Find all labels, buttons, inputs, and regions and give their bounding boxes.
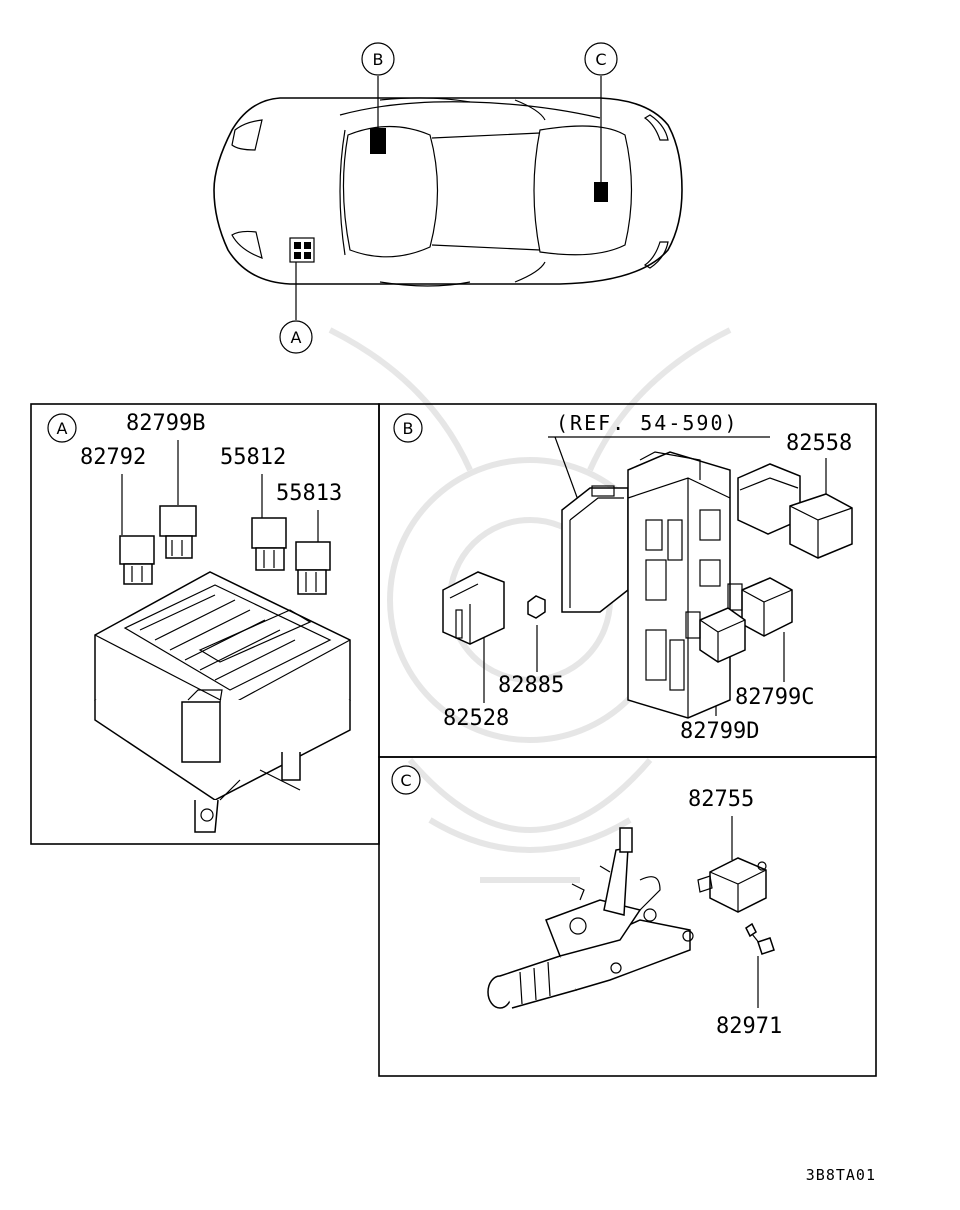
part-82528: 82528: [443, 706, 509, 731]
car-overview: B C A: [213, 42, 683, 354]
junction-block: [627, 451, 731, 719]
relay-82799C: [727, 577, 793, 637]
nut-82885: [527, 595, 546, 619]
panel-a-letter: A: [57, 419, 68, 438]
marker-b: [370, 128, 386, 154]
panel-c: C 82755 82971: [378, 756, 877, 1077]
reference-note: (REF. 54-590): [556, 411, 739, 435]
part-82885: 82885: [498, 673, 564, 698]
panel-c-letter: C: [400, 771, 411, 790]
relay-82528: [442, 571, 505, 645]
relay-82558: [737, 463, 853, 559]
junction-box: [94, 571, 351, 833]
part-82792: 82792: [80, 445, 146, 470]
part-82755: 82755: [688, 787, 754, 812]
screw-82971: [745, 922, 775, 955]
relay-55813: [295, 541, 331, 595]
part-82799C: 82799C: [735, 685, 814, 710]
part-55812: 55812: [220, 445, 286, 470]
part-82558: 82558: [786, 431, 852, 456]
drawing-code: 3B8TA01: [806, 1166, 876, 1184]
marker-c: [594, 182, 608, 202]
relay-82799B: [159, 505, 197, 559]
marker-a: [289, 237, 315, 263]
part-55813: 55813: [276, 481, 342, 506]
relay-55812: [251, 517, 287, 571]
part-82799D: 82799D: [680, 719, 759, 744]
panel-b: B (REF. 54-590) 82558 82885 82528 82799C…: [378, 403, 877, 758]
relay-82755: [697, 857, 767, 913]
part-82799B: 82799B: [126, 411, 205, 436]
panel-b-letter: B: [403, 419, 414, 438]
control-unit: [561, 485, 629, 613]
panel-a: A 82799B 82792 55812 55813: [30, 403, 380, 845]
relay-82792: [119, 535, 155, 585]
wiper-motor: [487, 827, 694, 1009]
callout-c: C: [595, 50, 606, 69]
callout-a: A: [291, 328, 302, 347]
relay-82799D: [685, 607, 746, 663]
part-82971: 82971: [716, 1014, 782, 1039]
callout-b: B: [373, 50, 384, 69]
